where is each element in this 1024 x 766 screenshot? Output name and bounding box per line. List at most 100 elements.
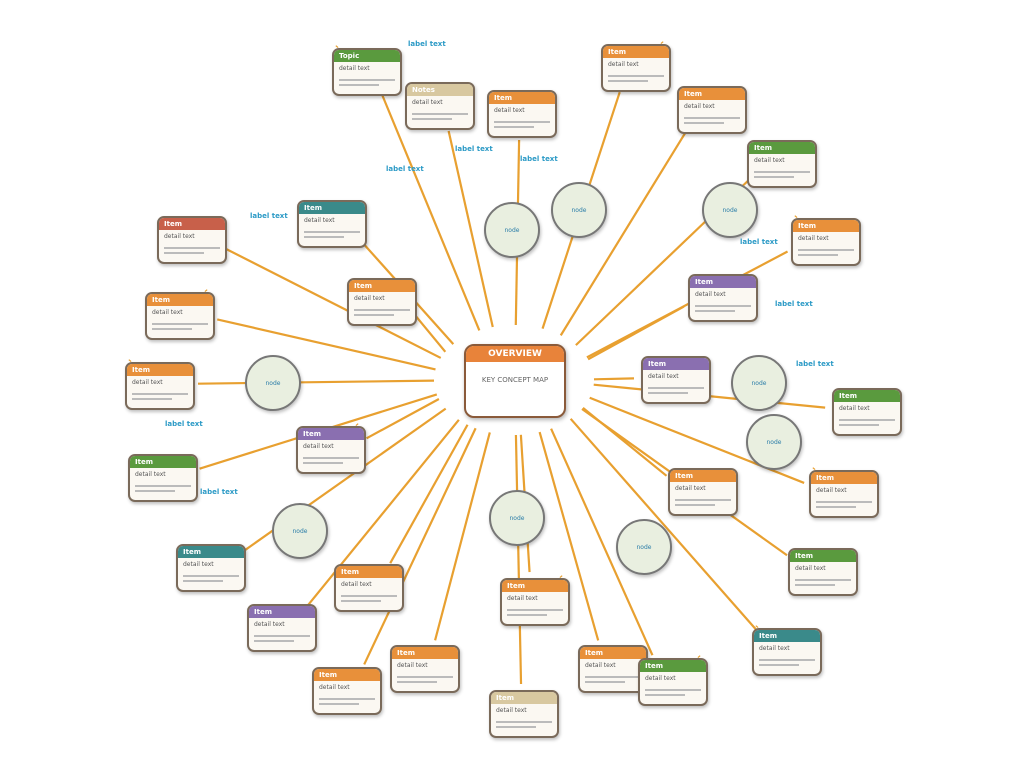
node-line: [496, 726, 536, 728]
spoke-line: [197, 379, 435, 385]
node-body: detail text: [754, 157, 785, 164]
circle-node[interactable]: node: [272, 503, 328, 559]
node-title: Item: [299, 202, 365, 214]
spoke-line: [306, 419, 460, 607]
circle-node[interactable]: node: [731, 355, 787, 411]
node-title: Item: [670, 470, 736, 482]
central-node[interactable]: OVERVIEW KEY CONCEPT MAP: [464, 344, 566, 418]
spoke-line: [593, 377, 635, 381]
node-title: Item: [349, 280, 415, 292]
node-line: [341, 600, 381, 602]
node-body: detail text: [494, 107, 525, 114]
node-line: [412, 118, 452, 120]
circle-node[interactable]: node: [245, 355, 301, 411]
node-title: Item: [249, 606, 315, 618]
node-line: [816, 501, 872, 503]
circle-node[interactable]: node: [551, 182, 607, 238]
node-body: detail text: [164, 233, 195, 240]
node-title: Item: [834, 390, 900, 402]
node-body: detail text: [183, 561, 214, 568]
node-line: [759, 659, 815, 661]
node-title: Item: [754, 630, 820, 642]
spoke-line: [434, 432, 491, 641]
node-title: Item: [811, 472, 877, 484]
circle-node[interactable]: node: [702, 182, 758, 238]
node-title: Item: [793, 220, 859, 232]
circle-node[interactable]: node: [484, 202, 540, 258]
node-line: [183, 580, 223, 582]
node-title: Item: [392, 647, 458, 659]
node-line: [135, 490, 175, 492]
spoke-line: [413, 313, 447, 353]
node-line: [397, 676, 453, 678]
node-line: [507, 614, 547, 616]
node-line: [183, 575, 239, 577]
spoke-line: [217, 318, 436, 371]
node-body: detail text: [695, 291, 726, 298]
spoke-line: [569, 418, 758, 631]
node-line: [645, 694, 685, 696]
node-title: Item: [603, 46, 669, 58]
node-body: detail text: [319, 684, 350, 691]
circle-node[interactable]: node: [746, 414, 802, 470]
annotation-label: label text: [740, 238, 778, 246]
annotation-label: label text: [386, 165, 424, 173]
node-line: [695, 310, 735, 312]
node-line: [816, 506, 856, 508]
diagram-node[interactable]: Item detail text: [791, 218, 861, 266]
node-body: detail text: [152, 309, 183, 316]
spoke-line: [366, 398, 440, 440]
circle-node[interactable]: node: [489, 490, 545, 546]
node-line: [585, 681, 625, 683]
node-title: Item: [502, 580, 568, 592]
node-line: [412, 113, 468, 115]
node-line: [135, 485, 191, 487]
node-line: [339, 79, 395, 81]
node-title: Item: [127, 364, 193, 376]
circle-node[interactable]: node: [616, 519, 672, 575]
node-line: [496, 721, 552, 723]
diagram-node[interactable]: Item detail text: [390, 645, 460, 693]
node-body: detail text: [798, 235, 829, 242]
node-line: [354, 314, 394, 316]
node-title: Item: [491, 692, 557, 704]
annotation-label: label text: [520, 155, 558, 163]
node-line: [132, 393, 188, 395]
node-body: detail text: [412, 99, 443, 106]
node-title: Item: [298, 428, 364, 440]
node-line: [303, 462, 343, 464]
node-body: detail text: [397, 662, 428, 669]
node-line: [608, 80, 648, 82]
node-title: Item: [130, 456, 196, 468]
node-line: [254, 640, 294, 642]
node-line: [507, 609, 563, 611]
